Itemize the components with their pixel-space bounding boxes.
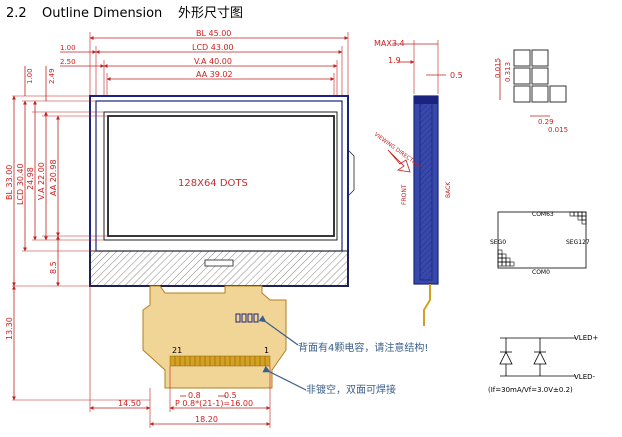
- dim-bl-width: BL 45.00: [196, 29, 231, 38]
- capacitor-group: [235, 313, 259, 323]
- side-view: MAX3.4 1.9 0.5 VIEWING DIRECTION FRONT B…: [373, 39, 463, 326]
- front-label: FRONT: [401, 184, 408, 205]
- seg127-label: SEG127: [566, 239, 590, 246]
- com63-label: COM63: [532, 211, 554, 218]
- dim-lcd-height: LCD 30.40: [16, 163, 25, 205]
- dim-lcd-offset: 1.00: [60, 44, 76, 52]
- dim-fpc-length: 13.30: [5, 317, 14, 340]
- dim-top-2: 2.49: [48, 68, 56, 84]
- side-hatch: [419, 99, 433, 281]
- vled-plus-label: VLED+: [574, 334, 599, 342]
- dim-aa-width: AA 39.02: [196, 70, 233, 79]
- dim-va-offset: 2.50: [60, 58, 76, 66]
- pixel-gap-label: 0.015: [494, 58, 502, 78]
- dim-va-width: V.A 40.00: [194, 57, 232, 66]
- dim-pin-width: 0.8: [188, 391, 201, 400]
- dim-side-0-5: 0.5: [450, 71, 463, 80]
- pixel-gap2-label: 0.015: [548, 126, 568, 134]
- driver-ic: [204, 259, 234, 267]
- pixel-pitch-label: 0.313: [504, 62, 512, 82]
- dim-top-1: 1.00: [26, 68, 34, 84]
- dim-pin-gap: 0.5: [224, 391, 237, 400]
- section-number: 2.2: [6, 6, 27, 21]
- active-area: [107, 115, 335, 237]
- led-spec: (If=30mA/Vf=3.0V±0.2): [488, 386, 573, 394]
- section-title-cn: 外形尺寸图: [178, 6, 243, 21]
- dim-bl-height: BL 33.00: [5, 165, 14, 200]
- dim-pitch: P 0.8*(21-1)=16.00: [175, 399, 253, 408]
- com0-label: COM0: [532, 269, 550, 276]
- segment-map: COM63 COM0 SEG0 SEG127: [490, 211, 590, 276]
- dim-side-1-9: 1.9: [388, 56, 401, 65]
- dim-fpc-left: 14.50: [118, 399, 141, 408]
- dim-aa-height: AA 20.98: [49, 159, 58, 196]
- dim-24-98: 24.98: [26, 167, 35, 190]
- fpc-cable: [142, 285, 287, 389]
- pin-1-label: 1: [264, 346, 269, 355]
- dim-max-thickness: MAX3.4: [374, 39, 405, 48]
- section-title: Outline Dimension: [42, 6, 162, 21]
- lcd-ledge: [89, 250, 349, 287]
- seg0-label: SEG0: [490, 239, 506, 246]
- dim-va-height: V.A 22.00: [37, 162, 46, 200]
- pixel-width-label: 0.29: [538, 118, 554, 126]
- vled-minus-label: VLED-: [574, 373, 596, 381]
- viewing-arrow: [387, 149, 411, 173]
- note-capacitor: 背面有4颗电容，请注意结构!: [298, 341, 428, 354]
- dim-8-5: 8.5: [49, 261, 58, 274]
- dim-lcd-width: LCD 43.00: [192, 43, 234, 52]
- front-view: BL 45.00 LCD 43.00 V.A 40.00 AA 39.02 1.…: [5, 29, 428, 428]
- pin-21-label: 21: [172, 346, 182, 355]
- led-circuit: VLED+ VLED- (If=30mA/Vf=3.0V±0.2): [488, 334, 599, 394]
- pixel-detail: 0.015 0.313 0.29 0.015: [494, 49, 568, 134]
- back-label: BACK: [445, 181, 452, 198]
- dim-fpc-total: 18.20: [195, 415, 218, 424]
- display-resolution-label: 128X64 DOTS: [178, 178, 248, 189]
- side-fpc: [423, 284, 431, 326]
- note-solder: 非镀空，双面可焊接: [306, 383, 396, 396]
